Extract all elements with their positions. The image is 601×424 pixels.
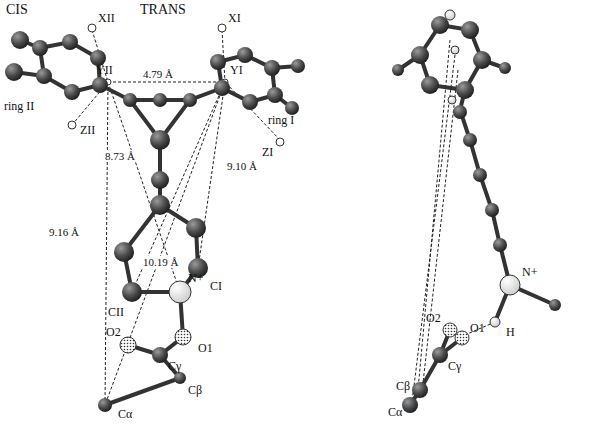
hetero-atoms xyxy=(120,10,520,353)
atom-label: O2 xyxy=(426,312,441,325)
point-label: ZII xyxy=(80,124,95,137)
atom-label: Cβ xyxy=(396,380,410,393)
atom-label: O1 xyxy=(198,342,213,355)
atom-label: Cβ xyxy=(188,384,202,397)
panel-heading: TRANS xyxy=(140,2,186,17)
distance-label: 9.10 Å xyxy=(226,160,258,172)
distance-label: 4.79 Å xyxy=(142,68,174,80)
distance-lines xyxy=(72,30,495,405)
panel-heading: CIS xyxy=(6,2,28,17)
atom-label: Cγ xyxy=(448,360,461,373)
point-label: YI xyxy=(230,64,243,77)
point-label: ZI xyxy=(262,146,273,159)
atom-label: H xyxy=(506,326,515,339)
atom-label: CI xyxy=(210,280,222,293)
distance-label: 9.16 Å xyxy=(48,226,80,238)
point-label: XII xyxy=(98,12,115,25)
atom-label: N+ xyxy=(522,266,537,279)
carbon-atoms xyxy=(5,16,561,413)
dummy-points xyxy=(68,24,284,146)
atom-label: Cα xyxy=(118,408,132,421)
point-label: YII xyxy=(96,64,113,77)
atom-label: O2 xyxy=(106,326,121,339)
atom-label: O1 xyxy=(470,322,485,335)
atom-label: Cα xyxy=(388,406,402,419)
atom-label: CII xyxy=(108,306,124,319)
atom-label: N+ xyxy=(188,272,203,285)
ring-label: ring I xyxy=(268,114,294,127)
distance-label: 10.19 Å xyxy=(142,256,179,268)
distance-label: 8.73 Å xyxy=(104,150,136,162)
bonds xyxy=(14,25,555,405)
atom-label: Cγ xyxy=(168,360,181,373)
ring-label: ring II xyxy=(4,100,34,113)
point-label: XI xyxy=(228,12,241,25)
